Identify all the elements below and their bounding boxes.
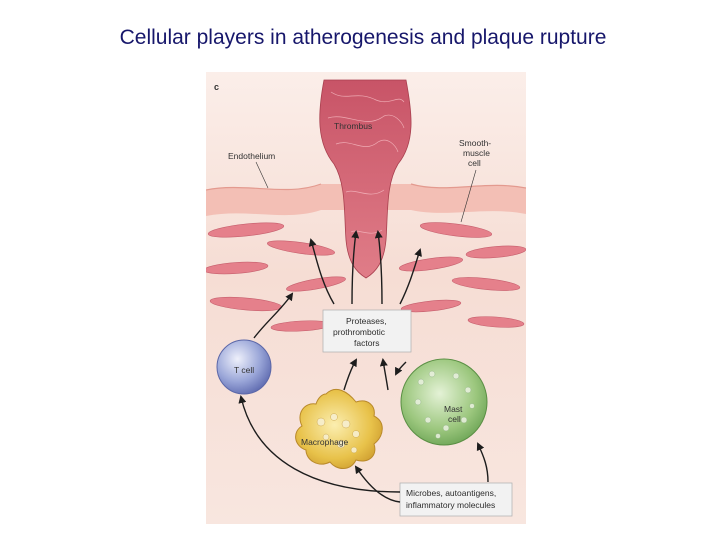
proteases-line-2: prothrombotic: [333, 327, 386, 337]
smooth-muscle-label-3: cell: [468, 158, 481, 168]
smooth-muscle-cells: [206, 222, 526, 332]
t-cell-label: T cell: [234, 365, 254, 375]
mast-cell-label-1: Mast: [444, 404, 463, 414]
smooth-muscle-label-2: muscle: [463, 148, 490, 158]
thrombus: [319, 79, 412, 279]
endothelium-leader: [255, 161, 269, 189]
macrophage: [295, 389, 383, 469]
proteases-box: [322, 309, 412, 353]
mast-cell-label-2: cell: [448, 414, 461, 424]
thrombus-label: Thrombus: [334, 121, 372, 131]
smooth-muscle-label-1: Smooth-: [459, 138, 491, 148]
t-cell: [216, 339, 272, 395]
microbes-line-1: Microbes, autoantigens,: [406, 488, 496, 498]
microbes-arrows: [238, 395, 489, 503]
mast-cell-granules: [414, 370, 475, 439]
panel-letter: c: [214, 82, 219, 92]
proteases-line-1: Proteases,: [346, 316, 387, 326]
macrophage-granules: [316, 413, 360, 454]
macrophage-label: Macrophage: [301, 437, 349, 447]
microbes-box: [399, 482, 513, 517]
endothelium-label: Endothelium: [228, 151, 275, 161]
cell-arrows: [253, 292, 407, 391]
protease-arrows: [308, 230, 422, 305]
microbes-line-2: inflammatory molecules: [406, 500, 495, 510]
slide-title: Cellular players in atherogenesis and pl…: [119, 26, 607, 49]
endothelium-surface: [206, 183, 526, 191]
atherogenesis-illustration: c Thrombus Endothelium Smooth- muscle ce…: [206, 72, 526, 524]
mast-cell: [400, 358, 488, 446]
smooth-muscle-leader: [460, 169, 477, 223]
proteases-line-3: factors: [354, 338, 380, 348]
